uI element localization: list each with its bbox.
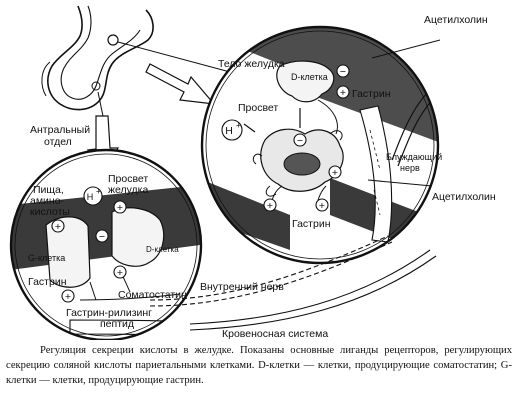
sign-plus-1: +	[340, 87, 346, 99]
sign-minus-2: −	[297, 135, 303, 147]
antrum-circle-border	[9, 148, 203, 340]
label-food-2: амино-	[30, 195, 65, 207]
receptors-left	[51, 200, 127, 303]
label-stomach-lumen-2: желудка	[108, 184, 148, 196]
sign-plus-2: +	[267, 200, 273, 212]
parietal-nucleus	[283, 152, 321, 176]
h-plus-left	[83, 186, 103, 206]
h-plus-left-label: H	[87, 192, 94, 202]
acetylcholine-top-leader	[371, 39, 441, 59]
label-d-cell-left: D-клетка	[146, 245, 179, 254]
gastric-acid-regulation-diagram: − + − + + + H + + + − + + H + Тело желуд…	[9, 5, 496, 340]
label-stomach-lumen-1: Просвет	[108, 173, 148, 185]
blood-vessel-left	[69, 319, 201, 337]
acetylcholine-right-leader	[367, 179, 433, 187]
body-circle-border	[200, 25, 440, 265]
d-cell-left-body	[111, 207, 165, 267]
label-wandering-nerve-1: Блуждающий	[386, 152, 442, 162]
label-stomach-body: Тело желудка	[218, 58, 285, 70]
stomach-outline	[41, 5, 154, 111]
sign-plus-4: +	[332, 167, 338, 179]
label-circulatory-system: Кровеносная система	[222, 328, 328, 340]
receptors-right	[263, 64, 350, 212]
sign-plus-5: +	[55, 221, 61, 233]
h-plus-left-sup: +	[96, 187, 101, 196]
label-food-1: Пища,	[33, 184, 64, 196]
label-wandering-nerve-2: нерв	[400, 163, 420, 173]
sign-plus-6: +	[117, 202, 123, 214]
sign-plus-8: +	[65, 291, 71, 303]
sign-plus-7: +	[117, 267, 123, 279]
label-grp-1: Гастрин-рилизинг	[66, 307, 152, 319]
caption-text: Регуляция секреции кислоты в желудке. По…	[6, 345, 512, 386]
h-plus-right-label: H	[225, 125, 233, 137]
antrum-circle	[11, 150, 201, 340]
label-d-cell-right: D-клетка	[291, 72, 328, 82]
label-grp-2: пептид	[100, 318, 134, 330]
sign-minus-1: −	[340, 66, 346, 78]
label-food-3: кислоты	[30, 206, 70, 218]
label-gastrin-right-bottom: Гастрин	[292, 218, 331, 230]
g-cell-body	[45, 216, 91, 288]
sign-minus-3: −	[99, 231, 105, 243]
h-plus-right	[221, 119, 243, 141]
h-plus-right-sup: +	[236, 121, 241, 130]
label-gastrin-left: Гастрин	[28, 276, 67, 288]
internal-nerve-path	[149, 235, 393, 307]
arrow-to-body-circle	[145, 63, 216, 105]
figure-caption: Регуляция секреции кислоты в желудке. По…	[6, 343, 512, 388]
label-acetylcholine-top: Ацетилхолин	[424, 14, 488, 26]
label-gastrin-right-top: Гастрин	[352, 88, 391, 100]
circulatory-path	[189, 249, 437, 331]
d-cell-body	[276, 60, 335, 103]
label-antral-1: Антральный	[30, 124, 90, 136]
label-somatostatin: Соматостатин	[118, 289, 187, 301]
sign-plus-3: +	[319, 200, 325, 212]
leader-body	[117, 41, 231, 73]
label-antral-2: отдел	[44, 136, 72, 148]
label-acetylcholine-right: Ацетилхолин	[432, 191, 496, 203]
label-internal-nerve: Внутренний нерв	[200, 281, 284, 293]
wall-band-lower	[202, 175, 290, 250]
label-g-cell: G-клетка	[28, 253, 65, 263]
label-lumen-right: Просвет	[238, 102, 278, 114]
